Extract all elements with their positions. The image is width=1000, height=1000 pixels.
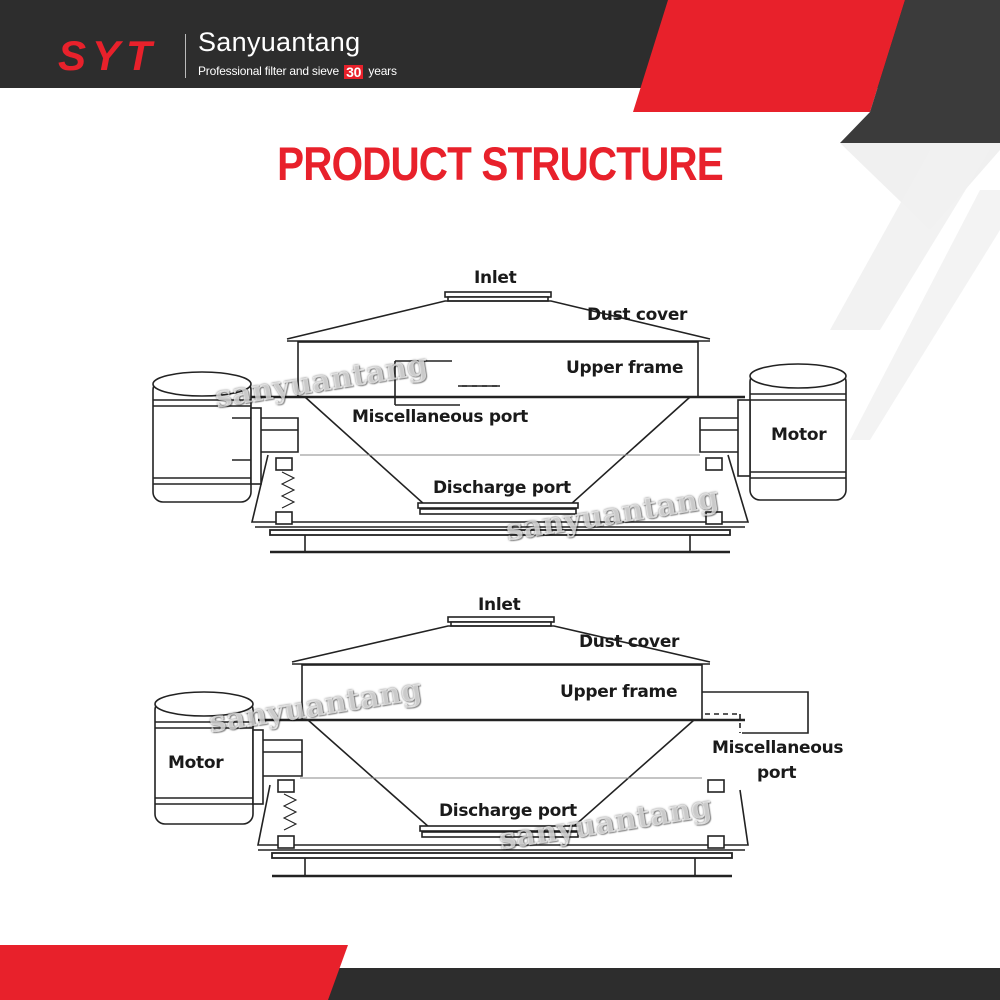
bottom-discharge-flange [419,825,581,832]
bottom-misc-port [702,691,809,734]
bottom-discharge-port-label: Discharge port [439,801,577,821]
tagline-suffix: years [368,64,397,78]
top-misc-port-label: Miscellaneous port [352,407,529,427]
top-discharge-port-label: Discharge port [433,478,571,498]
top-inlet-label: Inlet [474,268,517,288]
top-dust-cover-label: Dust cover [587,305,688,325]
page-title: PRODUCT STRUCTURE [277,137,724,190]
tagline-prefix: Professional filter and sieve [198,64,339,78]
bottom-left-motor [154,691,303,825]
bottom-motor-label: Motor [168,753,224,773]
company-name: Sanyuantang [198,27,361,57]
footer-red-stripe [0,945,348,1000]
bottom-dust-cover-label: Dust cover [579,632,680,652]
top-discharge-flange [417,502,579,509]
top-base [250,454,750,523]
tagline-years: 30 [344,63,364,80]
logo-divider [185,34,186,78]
top-machine-drawing [152,291,847,554]
top-dust-cover [286,300,711,340]
bottom-dust-cover [291,625,711,663]
decor-streak-3 [850,190,1000,440]
syt-logo-text: SYT [58,35,158,77]
bottom-misc-port-label-line1: Miscellaneous [712,738,844,758]
header-gray-corner [840,0,1000,143]
bottom-upper-frame-label: Upper frame [560,682,678,702]
header-red-stripe [633,0,905,112]
top-base-plate [269,529,731,536]
syt-logo: SYT [58,35,158,77]
top-left-motor [152,371,299,503]
bottom-misc-port-label-line2: port [757,763,797,783]
bottom-base [257,784,749,846]
top-motor-label: Motor [771,425,827,445]
bottom-inlet-label: Inlet [478,595,521,615]
top-upper-frame-label: Upper frame [566,358,684,378]
top-misc-port [394,360,500,406]
bottom-base-plate [271,852,733,859]
top-right-motor [699,363,847,501]
tagline: Professional filter and sieve 30 years [198,64,397,79]
bottom-machine-drawing [154,616,809,878]
decor-streak-2 [830,150,990,330]
